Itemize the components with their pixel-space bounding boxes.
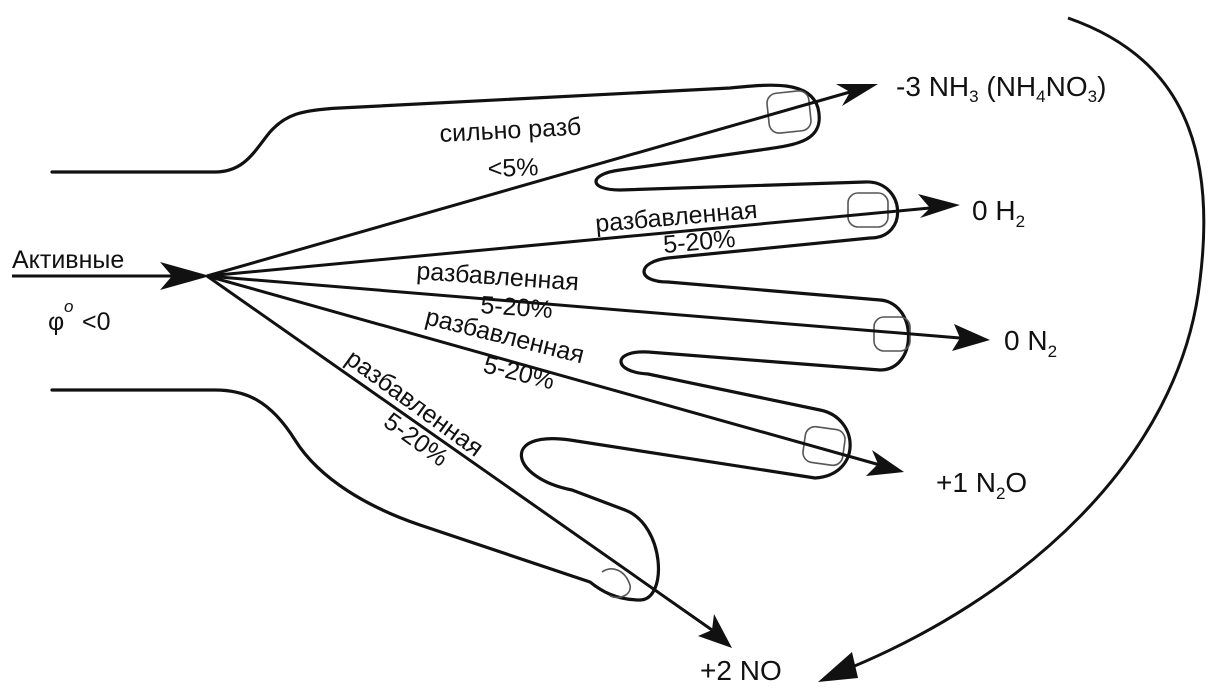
product-n2o: +1 N2O [936, 467, 1027, 503]
svg-text:сильно разб: сильно разб [439, 113, 582, 148]
return-curve-arrowhead-icon [818, 652, 858, 682]
conc-label-h2: разбавленная 5-20% [594, 196, 758, 259]
svg-text:<0: <0 [82, 308, 111, 336]
potential-label: φ o <0 [48, 297, 111, 336]
arrowhead-icon [918, 194, 960, 218]
svg-text:o: o [64, 297, 73, 316]
fingernail-2 [848, 193, 888, 227]
svg-text:φ: φ [48, 308, 64, 336]
product-nh3: -3 NH3 (NH4NO3) [896, 71, 1106, 106]
source-label: Активные [12, 246, 124, 274]
arrowhead-icon [698, 614, 732, 648]
product-h2: 0 H2 [972, 195, 1025, 231]
product-no: +2 NO [700, 655, 782, 686]
conc-label-no: разбавленная 5-20% [340, 344, 488, 472]
branch-arrow-n2 [207, 276, 990, 351]
branch-arrow-h2 [207, 194, 960, 276]
svg-text:разбавленная: разбавленная [416, 257, 580, 296]
svg-text:<5%: <5% [487, 153, 539, 183]
fingernail-1 [766, 90, 812, 134]
product-n2: 0 N2 [1004, 325, 1057, 361]
conc-label-nh3: сильно разб <5% [439, 113, 582, 183]
